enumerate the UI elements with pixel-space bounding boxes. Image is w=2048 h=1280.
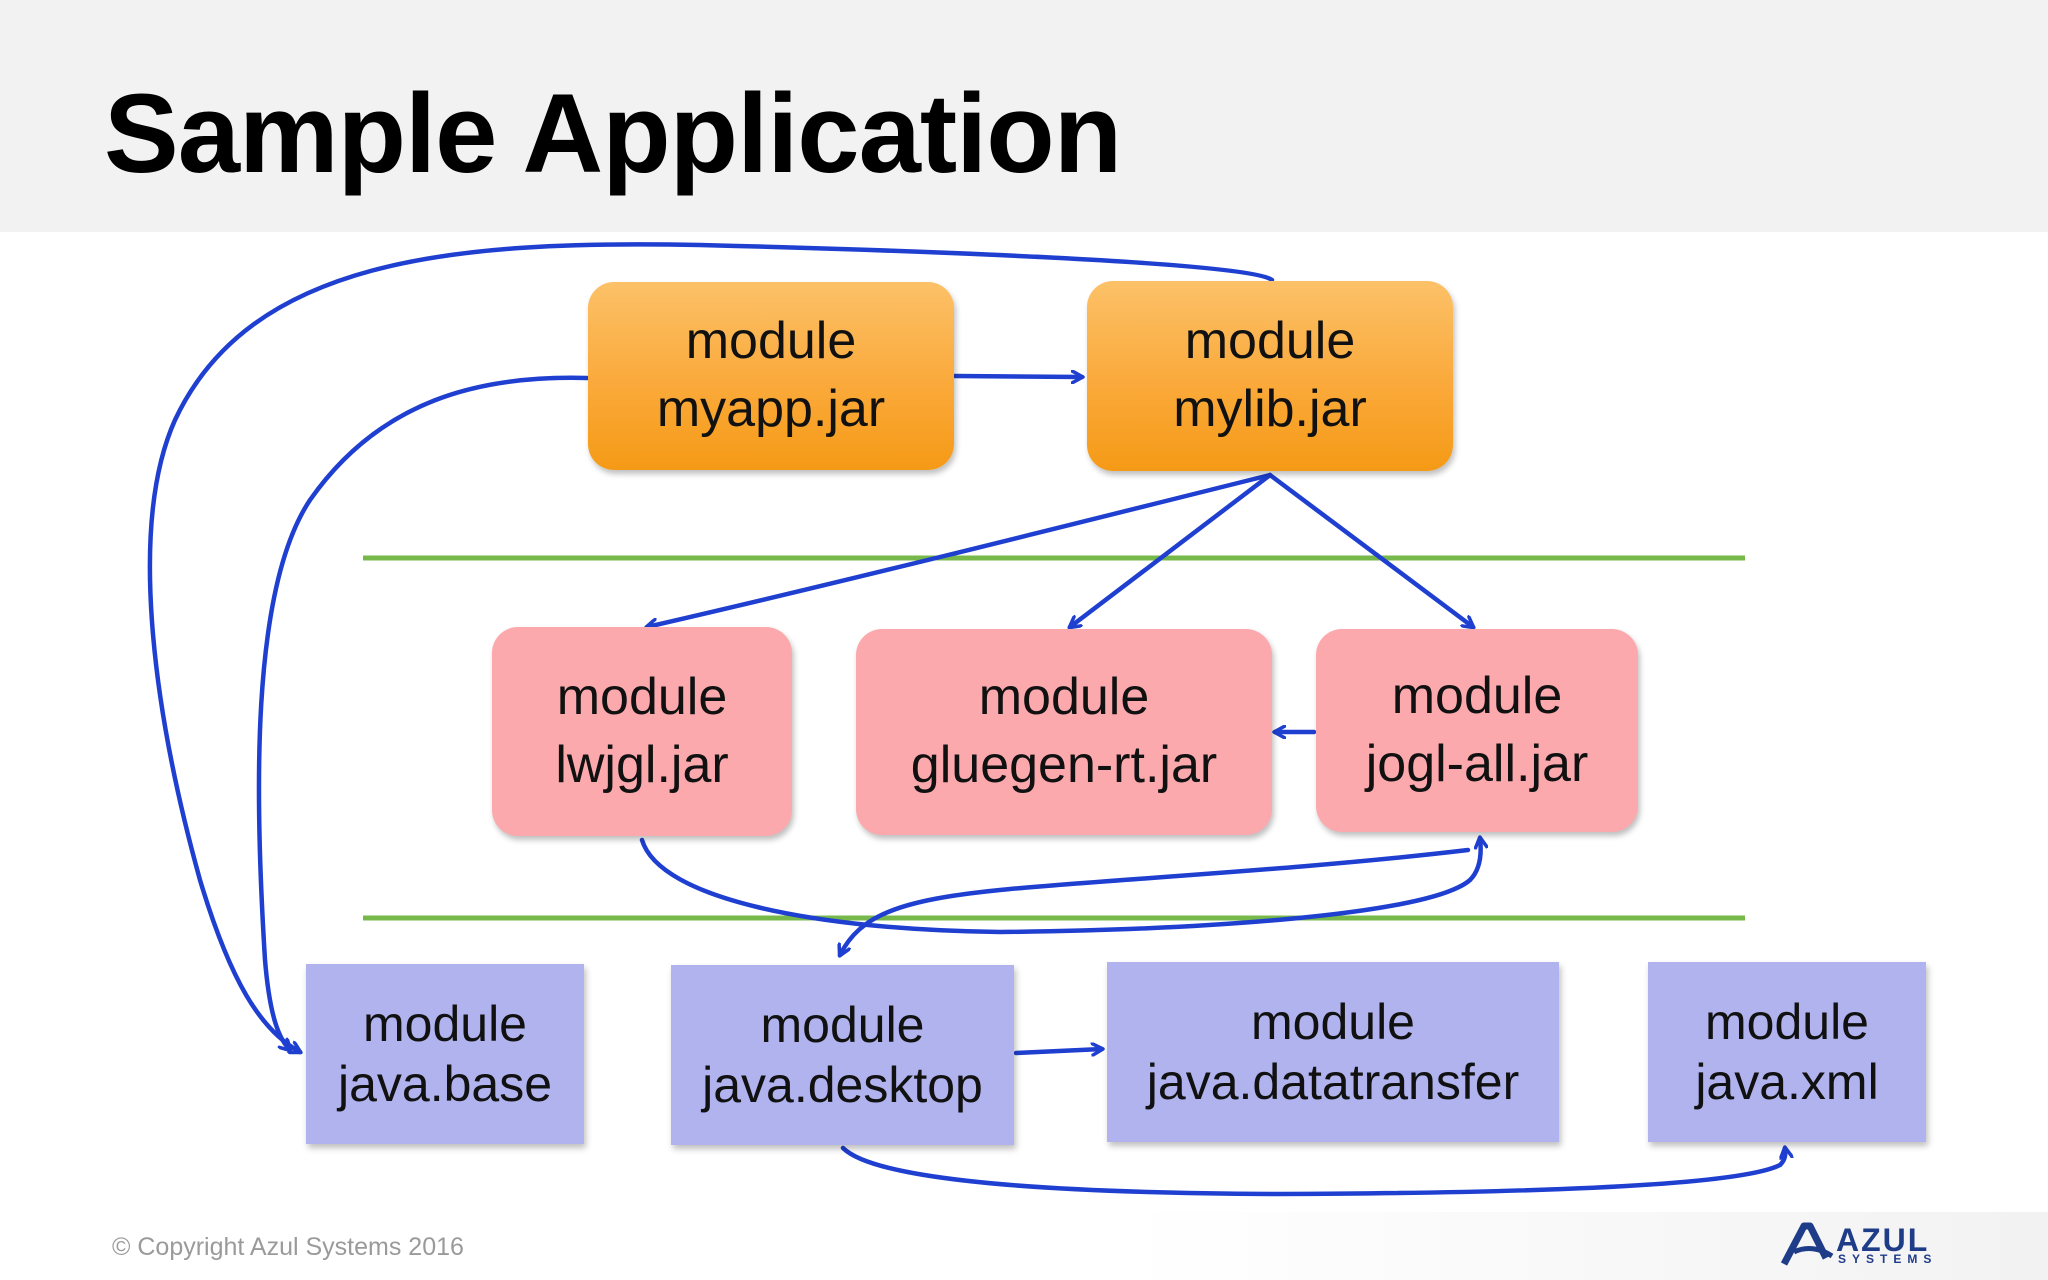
module-name: mylib.jar [1173, 380, 1367, 438]
logo-subtitle: SYSTEMS [1838, 1252, 1938, 1266]
arrow-jogl-to-java-desktop [840, 847, 1471, 955]
module-java-base: module java.base [306, 964, 584, 1144]
azul-logo: AZUL SYSTEMS [1780, 1222, 1960, 1266]
module-myapp: module myapp.jar [588, 282, 954, 470]
arrow-myapp-to-mylib [952, 376, 1082, 377]
module-keyword: module [363, 996, 527, 1052]
arrow-desktop-to-java-xml [840, 1148, 1785, 1197]
module-java-xml: module java.xml [1648, 962, 1926, 1142]
module-keyword: module [685, 312, 857, 371]
module-keyword: module [1705, 994, 1869, 1050]
module-name: java.datatransfer [1146, 1054, 1520, 1110]
module-java-datatransfer: module java.datatransfer [1107, 962, 1559, 1142]
module-name: gluegen-rt.jar [910, 736, 1218, 794]
module-name: java.base [337, 1056, 553, 1112]
footer-band [0, 1212, 2048, 1280]
module-name: java.xml [1695, 1054, 1879, 1110]
module-keyword: module [1251, 994, 1415, 1050]
module-keyword: module [556, 667, 728, 726]
module-jogl: module jogl-all.jar [1316, 629, 1638, 832]
module-keyword: module [760, 997, 925, 1053]
module-name: myapp.jar [656, 380, 886, 438]
arrow-mylib-to-lwjgl [647, 472, 1273, 627]
slide-title: Sample Application [104, 71, 1122, 196]
module-name: java.desktop [702, 1057, 983, 1113]
module-java-desktop: module java.desktop [671, 965, 1014, 1145]
arrow-mylib-to-jogl [1267, 472, 1473, 627]
module-keyword: module [1391, 666, 1563, 725]
arrow-myapp-to-java-base [256, 375, 590, 1050]
arrow-lwjgl-to-jogl [639, 838, 1481, 935]
arrow-desktop-to-datatransfer [1013, 1049, 1102, 1053]
azul-logo-icon [1780, 1222, 1834, 1266]
module-keyword: module [1184, 312, 1356, 371]
arrow-mylib-to-java-base [147, 242, 1275, 1055]
module-gluegen: module gluegen-rt.jar [856, 629, 1272, 835]
logo-wordmark: AZUL [1836, 1222, 1930, 1258]
copyright-notice: © Copyright Azul Systems 2016 [112, 1233, 464, 1261]
module-lwjgl: module lwjgl.jar [492, 627, 792, 836]
module-name: lwjgl.jar [555, 735, 729, 794]
module-name: jogl-all.jar [1365, 734, 1589, 793]
title-band [0, 0, 2048, 232]
arrow-mylib-to-gluegen [1070, 472, 1273, 627]
module-mylib: module mylib.jar [1087, 281, 1453, 471]
module-keyword: module [978, 668, 1150, 727]
